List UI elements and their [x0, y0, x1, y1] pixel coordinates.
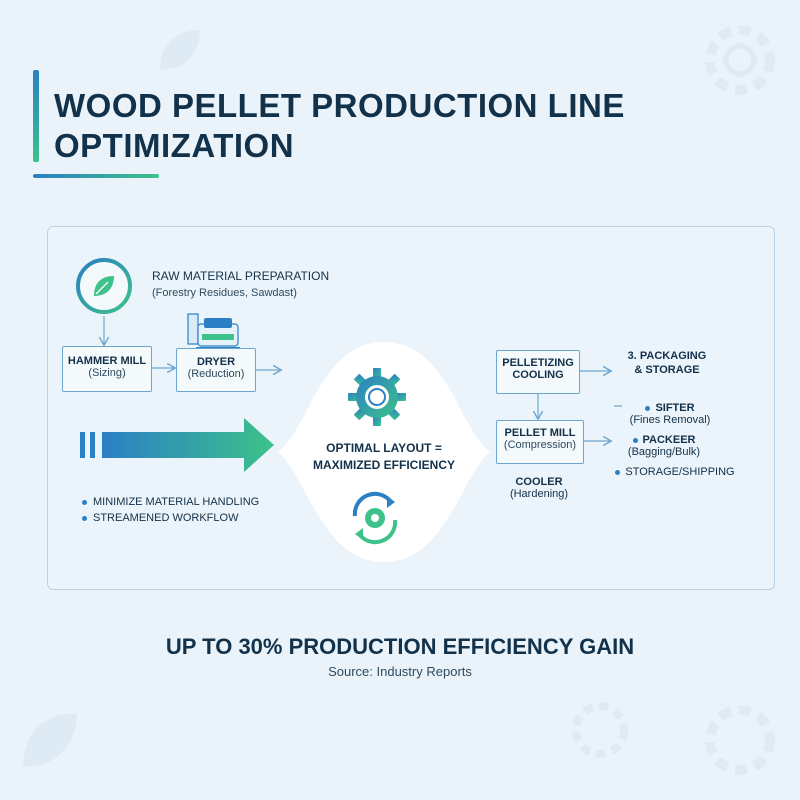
center-line-2: MAXIMIZED EFFICIENCY — [312, 458, 455, 472]
storage-title: STORAGE/SHIPPING — [625, 466, 735, 478]
bullet-item: STREAMENED WORKFLOW — [82, 512, 238, 524]
bullet-item: MINIMIZE MATERIAL HANDLING — [82, 496, 259, 508]
raw-material-title: RAW MATERIAL PREPARATION — [152, 269, 330, 283]
dryer-title: DRYER — [196, 356, 236, 368]
gear-icon — [348, 368, 406, 426]
flow-arrow-icon — [80, 418, 274, 472]
background-leaf-icon — [23, 713, 77, 767]
background-gear-icon — [705, 25, 775, 95]
packaging-line-2: & STORAGE — [634, 364, 700, 376]
background-leaf-icon — [160, 30, 200, 70]
center-caption: OPTIMAL LAYOUT = MAXIMIZED EFFICIENCY — [290, 440, 478, 474]
hammer-mill-box: HAMMER MILL (Sizing) — [62, 346, 152, 392]
packaging-line-1: 3. PACKAGING — [627, 350, 707, 362]
sifter-sub: (Fines Removal) — [629, 414, 711, 426]
pelletizing-box: PELLETIZING COOLING — [496, 350, 580, 394]
packer-item: PACKEER (Bagging/Bulk) — [612, 434, 716, 458]
efficiency-gain-headline: UP TO 30% PRODUCTION EFFICIENCY GAIN — [165, 634, 635, 659]
dryer-box: DRYER (Reduction) — [176, 348, 256, 392]
bullet-dot-icon — [645, 405, 651, 411]
pelletizing-line-1: PELLETIZING — [502, 357, 574, 369]
hammer-mill-sub: (Sizing) — [88, 367, 126, 379]
cycle-gear-icon — [352, 491, 398, 545]
leaf-icon — [76, 258, 132, 314]
dryer-sub: (Reduction) — [187, 368, 245, 380]
sifter-title: SIFTER — [655, 402, 695, 414]
background-gear-icon — [705, 705, 775, 775]
raw-material-subtitle: (Forestry Residues, Sawdast) — [152, 287, 297, 299]
bullet-dot-icon — [82, 515, 87, 521]
dryer-machine-icon — [187, 313, 240, 349]
center-highlight — [277, 342, 491, 562]
hammer-mill-title: HAMMER MILL — [67, 355, 147, 367]
packaging-label: 3. PACKAGING & STORAGE — [612, 350, 722, 376]
pellet-mill-box: PELLET MILL (Compression) — [496, 420, 584, 464]
title-underline — [33, 174, 159, 178]
cooler-sub: (Hardening) — [509, 488, 569, 500]
cooler-label: COOLER (Hardening) — [496, 476, 582, 500]
background-gear-icon — [572, 702, 628, 758]
packer-title: PACKEER — [642, 434, 696, 446]
page-title: WOOD PELLET PRODUCTION LINE OPTIMIZATION — [54, 86, 625, 166]
cooler-title: COOLER — [515, 476, 563, 488]
bullet-dot-icon — [82, 499, 87, 505]
bullet-dot-icon — [615, 469, 621, 475]
source-note: Source: Industry Reports — [328, 664, 472, 679]
sifter-item: SIFTER (Fines Removal) — [612, 402, 728, 426]
title-line-2: OPTIMIZATION — [54, 127, 295, 164]
title-accent-bar — [33, 70, 39, 162]
center-line-1: OPTIMAL LAYOUT = — [326, 441, 442, 455]
title-line-1: WOOD PELLET PRODUCTION LINE — [54, 87, 625, 124]
pellet-mill-title: PELLET MILL — [504, 427, 576, 439]
pellet-mill-sub: (Compression) — [503, 439, 577, 451]
storage-item: STORAGE/SHIPPING — [608, 466, 742, 478]
pelletizing-line-2: COOLING — [512, 369, 564, 381]
packer-sub: (Bagging/Bulk) — [627, 446, 701, 458]
bullet-dot-icon — [632, 437, 638, 443]
